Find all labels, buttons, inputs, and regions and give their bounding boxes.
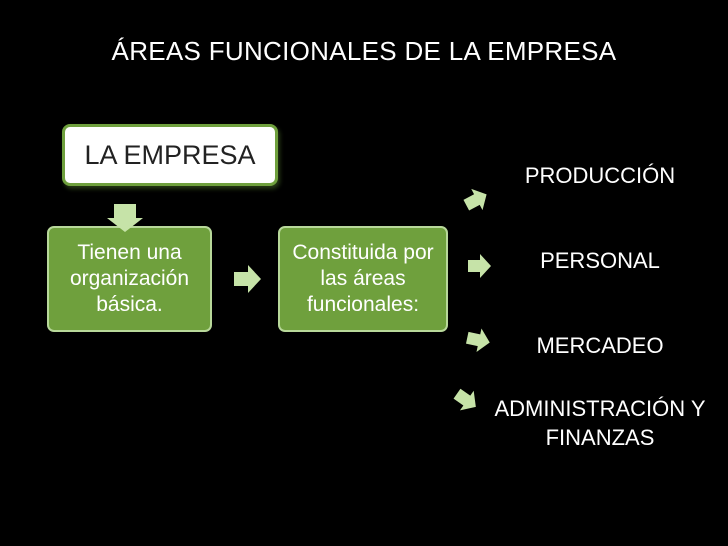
- arrow-to-administracion-icon: [453, 388, 476, 411]
- organization-box-label: Tienen una organización básica.: [69, 240, 190, 317]
- arrow-down-icon: [107, 204, 143, 232]
- root-box-la-empresa: LA EMPRESA: [62, 124, 278, 186]
- area-personal: PERSONAL: [540, 248, 660, 273]
- area-produccion: PRODUCCIÓN: [524, 163, 676, 188]
- constituted-box-label: Constituida por las áreas funcionales:: [292, 240, 434, 317]
- constituted-box: Constituida por las áreas funcionales:: [278, 226, 448, 332]
- arrow-to-personal-icon: [468, 254, 491, 278]
- area-mercadeo: MERCADEO: [536, 333, 664, 358]
- arrow-to-produccion-icon: [463, 188, 487, 211]
- root-box-label: LA EMPRESA: [84, 139, 256, 170]
- arrow-right-icon: [234, 265, 261, 293]
- diagram-title: ÁREAS FUNCIONALES DE LA EMPRESA: [111, 36, 617, 66]
- area-administracion-finanzas: ADMINISTRACIÓN Y FINANZAS: [494, 396, 706, 450]
- arrow-to-mercadeo-icon: [465, 328, 490, 352]
